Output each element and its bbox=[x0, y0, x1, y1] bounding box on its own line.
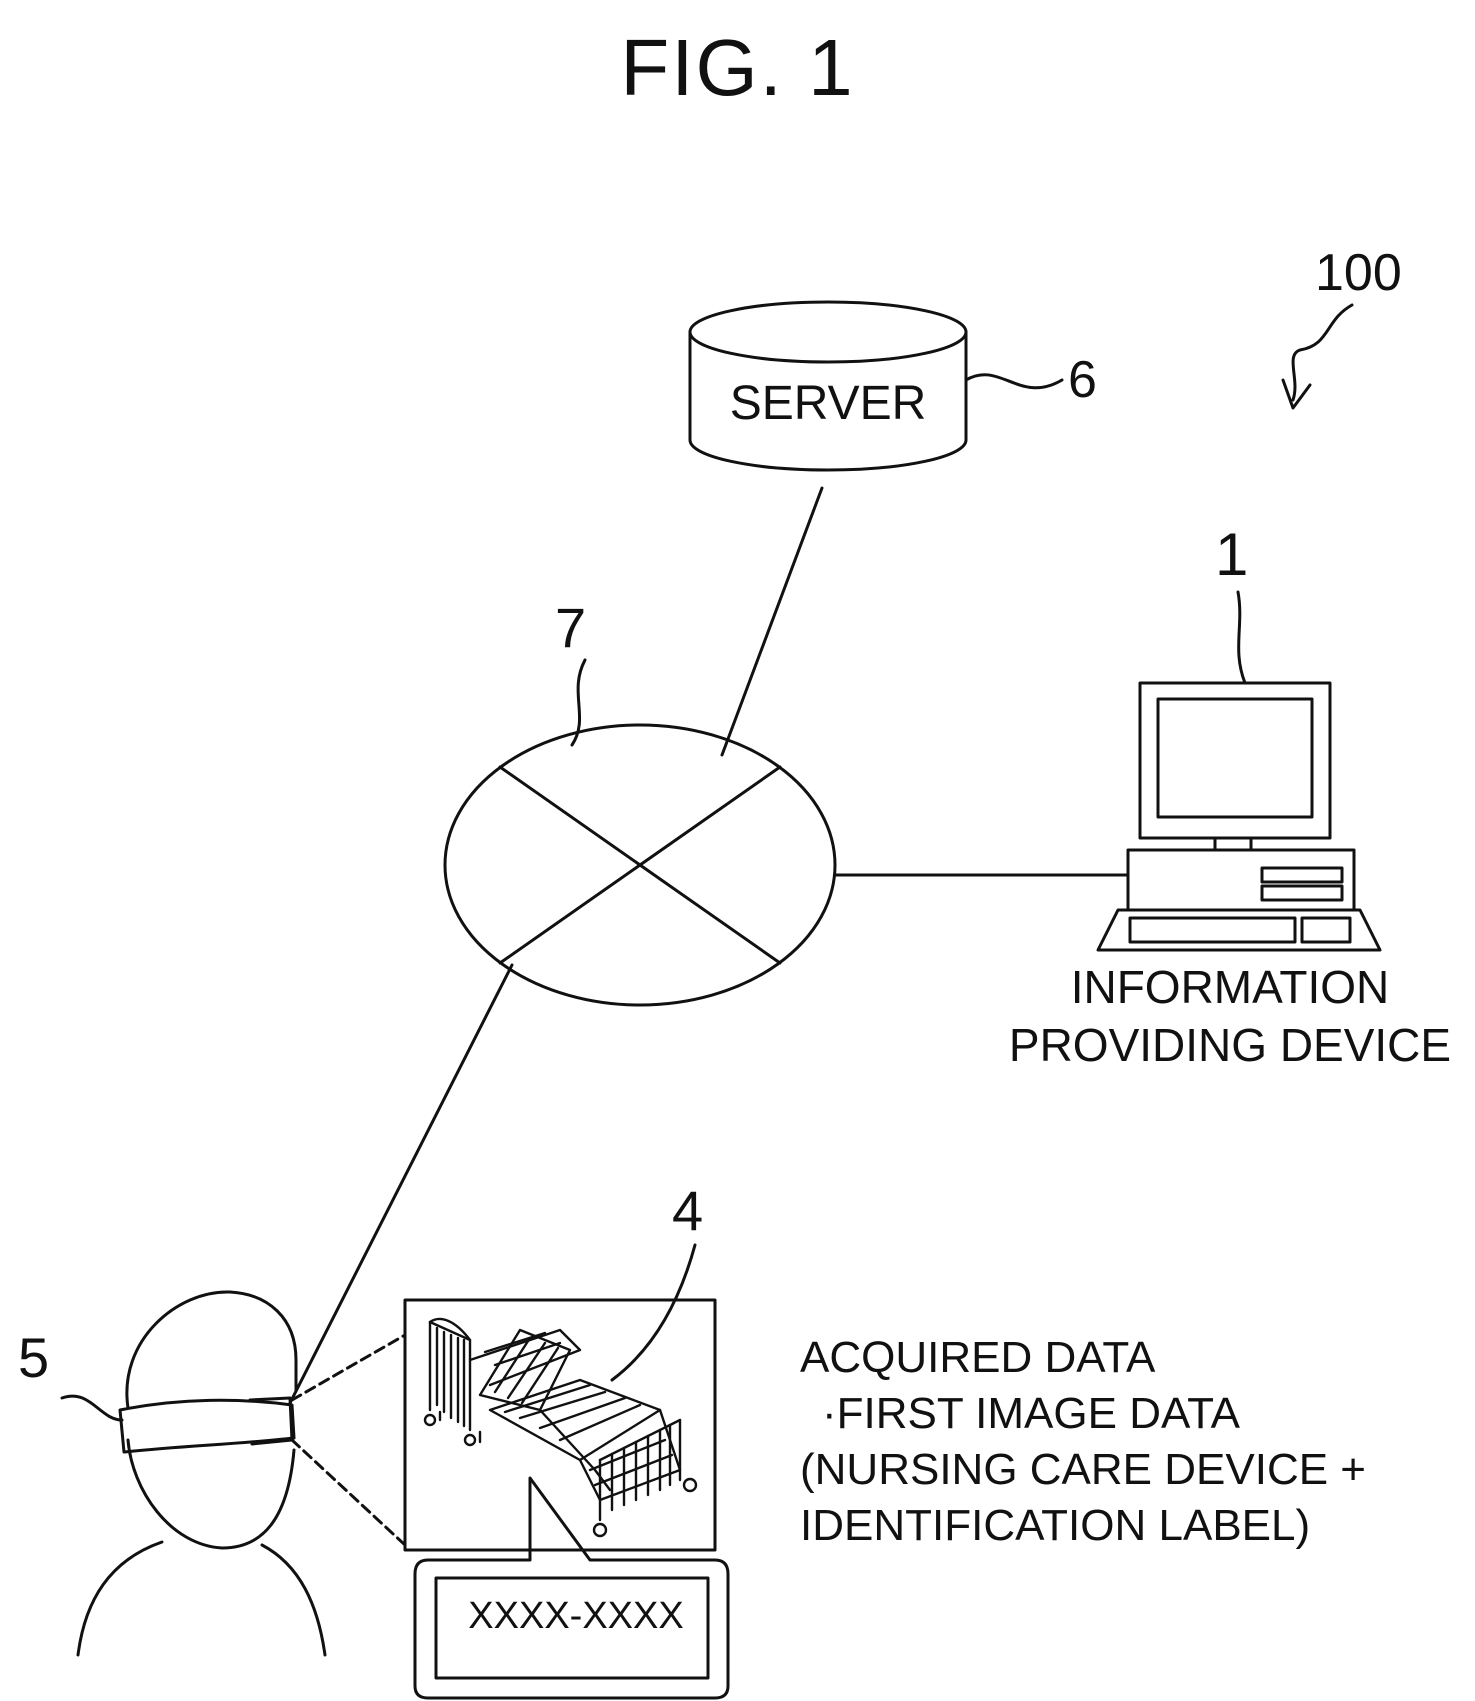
leader-6 bbox=[966, 375, 1062, 388]
leader-1 bbox=[1238, 592, 1245, 683]
link-network-wearer bbox=[290, 965, 512, 1403]
acquired-data-line2: ·FIRST IMAGE DATA bbox=[800, 1386, 1366, 1442]
computer-monitor-icon bbox=[1140, 683, 1330, 850]
acquired-data-line1: ACQUIRED DATA bbox=[800, 1330, 1366, 1386]
nursing-device-reference-number: 4 bbox=[672, 1178, 703, 1243]
callout-bubble bbox=[415, 1478, 728, 1698]
head-mounted-camera bbox=[120, 1398, 294, 1452]
acquired-data-line4: IDENTIFICATION LABEL) bbox=[800, 1498, 1366, 1554]
device-label-line1: INFORMATION bbox=[990, 958, 1470, 1016]
link-server-network bbox=[722, 488, 822, 755]
leader-4 bbox=[612, 1245, 695, 1380]
acquired-data-line3: (NURSING CARE DEVICE + bbox=[800, 1442, 1366, 1498]
leader-5 bbox=[62, 1396, 122, 1420]
server-reference-number: 6 bbox=[1068, 350, 1097, 410]
keyboard-icon bbox=[1098, 910, 1380, 950]
network-reference-number: 7 bbox=[555, 595, 586, 660]
person-head-icon bbox=[78, 1292, 325, 1655]
system-reference-number: 100 bbox=[1315, 243, 1402, 303]
device-label-line2: PROVIDING DEVICE bbox=[990, 1016, 1470, 1074]
device-reference-number: 1 bbox=[1215, 520, 1248, 589]
network-node bbox=[445, 725, 835, 1005]
server-label: SERVER bbox=[688, 376, 968, 431]
information-providing-device-label: INFORMATION PROVIDING DEVICE bbox=[990, 958, 1470, 1074]
figure-title: FIG. 1 bbox=[0, 22, 1475, 114]
view-line-bottom bbox=[292, 1440, 405, 1545]
wearer-reference-number: 5 bbox=[18, 1325, 49, 1390]
computer-base-unit bbox=[1128, 850, 1354, 910]
arrow-100 bbox=[1293, 305, 1352, 400]
nursing-bed-icon bbox=[425, 1319, 696, 1536]
identification-label-code: XXXX-XXXX bbox=[442, 1595, 710, 1638]
acquired-data-description: ACQUIRED DATA ·FIRST IMAGE DATA (NURSING… bbox=[800, 1330, 1366, 1554]
arrow-100-head bbox=[1283, 380, 1310, 408]
